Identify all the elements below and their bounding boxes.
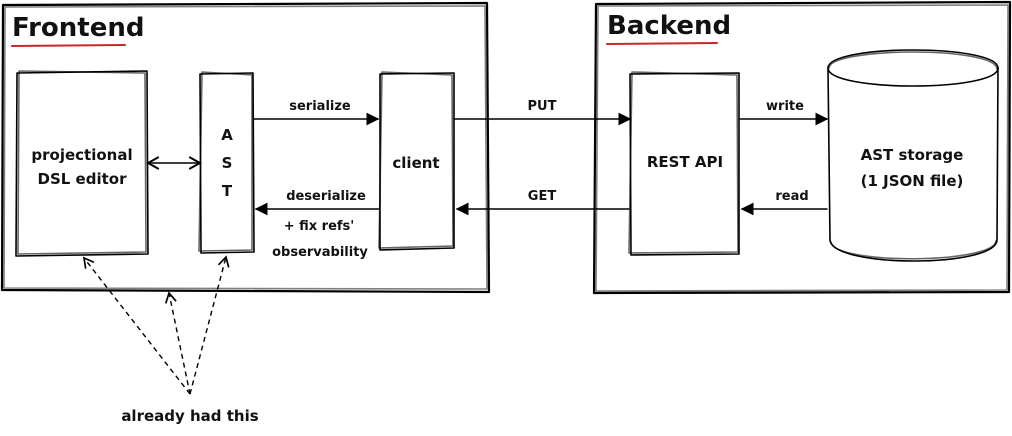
backend-title: Backend — [607, 11, 731, 41]
write-label: write — [766, 99, 804, 114]
ast-letter-a: A — [221, 126, 233, 144]
rest-api-label: REST API — [647, 153, 723, 171]
ast-storage-cylinder — [827, 49, 999, 262]
fix-refs-label: + fix refs' — [284, 219, 355, 234]
backend-container — [592, 0, 1012, 295]
ast-storage-label-line1: AST storage — [861, 146, 964, 164]
observability-label: observability — [272, 245, 368, 260]
client-box — [378, 71, 455, 251]
dsl-editor-box — [15, 70, 149, 257]
get-label: GET — [528, 189, 557, 204]
already-had-this-label: already had this — [121, 407, 258, 425]
rest-api-box — [628, 71, 740, 256]
backend-title-underline — [606, 42, 718, 45]
note-to-frontend-arrow — [164, 291, 191, 395]
frontend-title: Frontend — [12, 13, 144, 43]
ast-box — [198, 71, 255, 254]
serialize-label: serialize — [289, 99, 351, 114]
note-to-ast-arrow — [189, 255, 230, 395]
client-label: client — [392, 154, 439, 172]
frontend-title-underline — [11, 44, 126, 47]
ast-letter-s: S — [222, 154, 233, 172]
dsl-editor-label-line1: projectional — [31, 146, 132, 164]
frontend-container — [0, 1, 491, 294]
put-label: PUT — [528, 99, 557, 114]
ast-letter-t: T — [222, 182, 233, 200]
deserialize-label: deserialize — [286, 189, 366, 204]
dsl-editor-label-line2: DSL editor — [38, 170, 128, 188]
ast-storage-label-line2: (1 JSON file) — [861, 172, 964, 190]
read-label: read — [775, 189, 808, 204]
note-to-editor-arrow — [82, 256, 191, 395]
